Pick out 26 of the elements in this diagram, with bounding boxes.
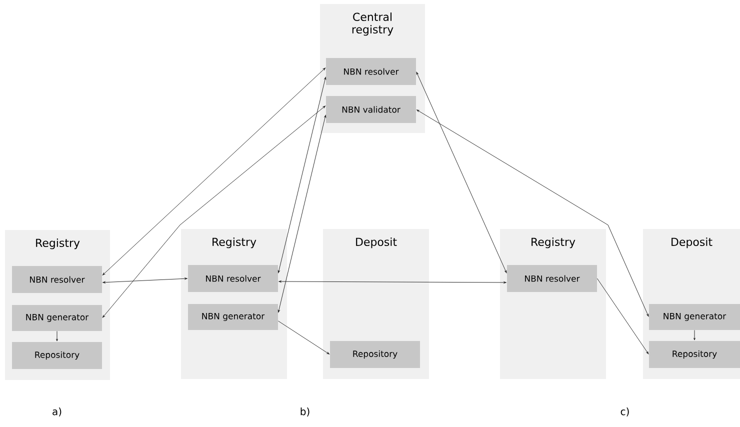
component-box: NBN generator — [188, 304, 278, 330]
arrow — [278, 114, 326, 313]
arrow — [596, 278, 649, 354]
arrow — [56, 330, 58, 342]
arrow — [694, 330, 696, 340]
arrow — [102, 68, 326, 276]
arrow — [278, 320, 330, 354]
component-box: NBN resolver — [188, 264, 278, 292]
component-box: NBN generator — [12, 304, 102, 331]
arrow — [102, 278, 188, 284]
arrow — [416, 72, 507, 274]
component-box: NBN resolver — [326, 58, 416, 85]
arrow — [278, 76, 326, 273]
component-box: NBN resolver — [507, 264, 597, 292]
component-box: NBN resolver — [12, 266, 102, 293]
arrow — [278, 280, 506, 284]
panel-label: a) — [52, 408, 62, 416]
component-box: NBN validator — [326, 96, 416, 123]
component-box: Repository — [12, 342, 102, 369]
arrow — [102, 106, 326, 318]
component-box: NBN generator — [649, 304, 740, 330]
component-box: Repository — [649, 340, 740, 368]
component-box: Repository — [330, 340, 420, 368]
panel-label: c) — [620, 408, 629, 416]
arrow — [416, 110, 649, 317]
panel-label: b) — [300, 408, 310, 416]
